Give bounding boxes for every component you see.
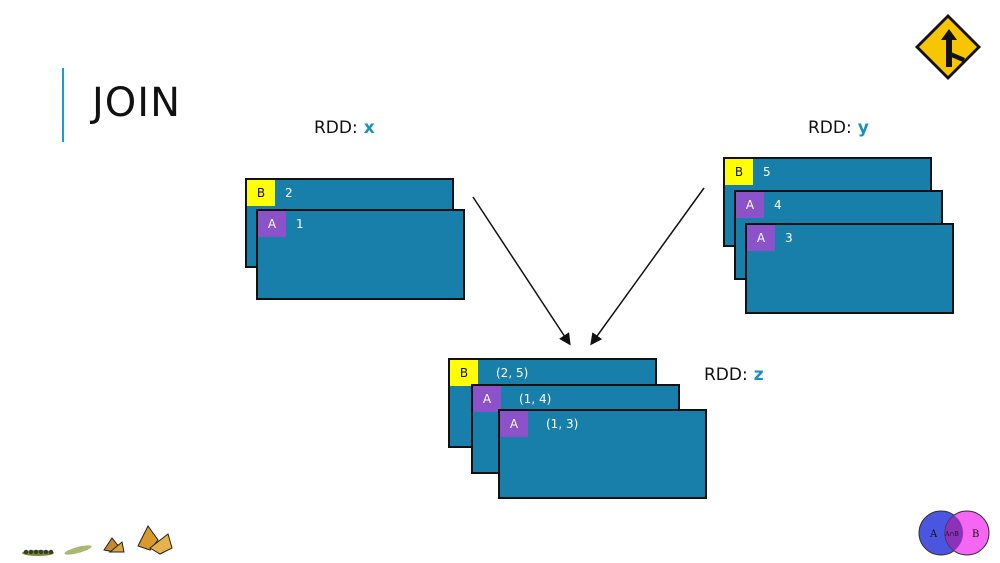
key-badge: B — [725, 159, 753, 185]
rdd-y-name: y — [857, 118, 869, 138]
caterpillar-butterfly-icon — [22, 525, 173, 556]
key-badge: B — [450, 360, 478, 386]
key-badge: A — [500, 411, 528, 437]
slide-title: JOIN — [92, 80, 181, 126]
record-value: (1, 3) — [546, 417, 579, 431]
rdd-x-name: x — [363, 118, 375, 138]
rdd-x-prefix: RDD: — [314, 118, 358, 138]
venn-left-label: A — [929, 529, 938, 540]
record-value: 3 — [785, 231, 793, 245]
rdd-x-partition-2: A 1 — [256, 209, 465, 300]
key-badge: A — [258, 211, 286, 237]
arrow-y-to-z — [590, 187, 705, 346]
record-value: (1, 4) — [519, 392, 552, 406]
key-badge: B — [247, 180, 275, 206]
record-value: 2 — [285, 186, 293, 200]
rdd-z-partition-3: A (1, 3) — [498, 409, 707, 499]
record-value: 4 — [774, 198, 782, 212]
rdd-y-label: RDD:y — [808, 118, 869, 138]
key-badge: A — [747, 225, 775, 251]
key-badge: A — [473, 386, 501, 412]
rdd-z-label: RDD:z — [704, 365, 764, 385]
rdd-x-label: RDD:x — [314, 118, 375, 138]
merge-sign-icon — [915, 14, 981, 80]
title-accent-bar — [62, 68, 64, 142]
record-value: 5 — [763, 165, 771, 179]
rdd-y-prefix: RDD: — [808, 118, 852, 138]
key-badge: A — [736, 192, 764, 218]
arrow-x-to-z — [472, 196, 571, 346]
record-value: 1 — [296, 217, 304, 231]
venn-center-label: A∩B — [944, 531, 959, 538]
rdd-y-partition-3: A 3 — [745, 223, 954, 314]
venn-right-label: B — [972, 529, 979, 540]
record-value: (2, 5) — [496, 366, 529, 380]
rdd-z-prefix: RDD: — [704, 365, 748, 385]
rdd-z-name: z — [753, 365, 764, 385]
venn-diagram-icon: A A∩B B — [918, 510, 990, 556]
